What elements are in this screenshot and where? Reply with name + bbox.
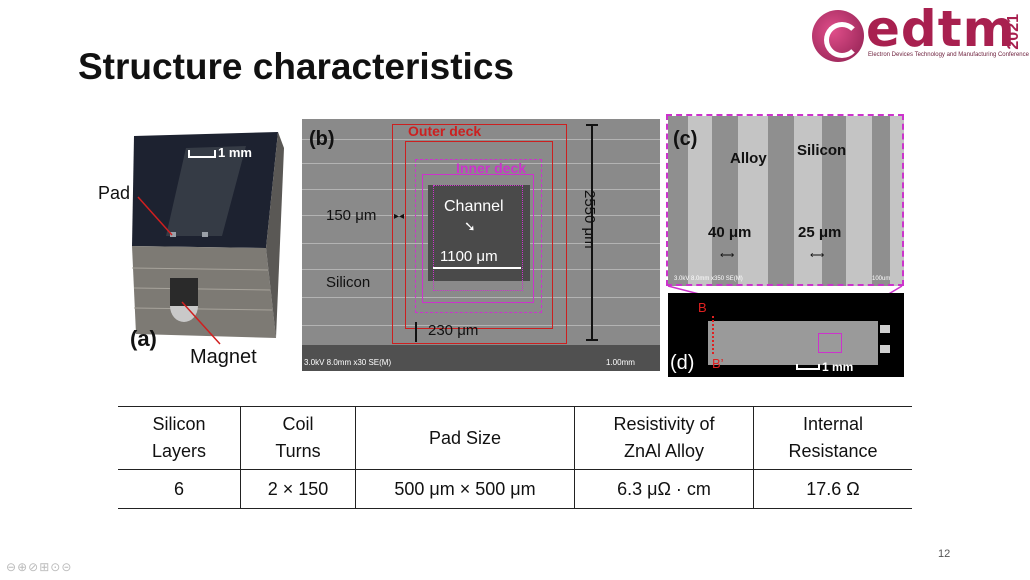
pad-label: Pad: [98, 183, 131, 203]
panel-b-sem-image: [302, 119, 660, 371]
slides-icon[interactable]: ⊞: [39, 560, 51, 574]
alloy-label: Alloy: [730, 150, 767, 167]
dim-1100: 1100 μm: [440, 248, 498, 265]
magnet-pointer-line: [181, 301, 221, 345]
panel-d-scale-bar: [796, 364, 820, 370]
b-label: B: [698, 300, 707, 315]
cell-internal-resistance: 17.6 Ω: [753, 469, 912, 509]
panel-c-sem-info: 3.0kV 8.0mm x350 SE(M): [674, 276, 743, 282]
inner-deck-label: Inner deck: [456, 160, 527, 176]
page-number: 12: [938, 548, 951, 560]
panel-c-label: (c): [673, 128, 698, 150]
edtm-logo: edtm 2021 Electron Devices Technology an…: [808, 0, 1030, 64]
channel-arrow-icon: ➘: [464, 218, 476, 234]
device-photo-image: [131, 132, 284, 338]
more-icon[interactable]: ⊝: [61, 560, 73, 574]
panel-d-image: [668, 293, 904, 377]
slide-title: Structure characteristics: [78, 46, 514, 87]
logo-swirl-icon: [812, 10, 864, 62]
zoom-icon[interactable]: ⊙: [50, 560, 62, 574]
dim-150: 150 μm: [326, 207, 377, 224]
dim-40-arrow-icon: ⟷: [720, 250, 735, 261]
silicon-label-c: Silicon: [797, 142, 847, 159]
panel-a-scale-text: 1 mm: [218, 145, 252, 160]
panel-d-label: (d): [670, 352, 695, 374]
panel-a-scale-bar: [188, 150, 216, 158]
panel-a-device-photo: [126, 128, 286, 338]
cell-silicon-layers: 6: [118, 469, 241, 509]
cell-pad-size: 500 μm × 500 μm: [355, 469, 575, 509]
dim-25: 25 μm: [798, 224, 842, 241]
panel-b-sem-scale: 1.00mm: [606, 358, 635, 367]
nav-next-icon[interactable]: ⊕: [17, 560, 29, 574]
dim-40: 40 μm: [708, 224, 752, 241]
outer-deck-label: Outer deck: [408, 123, 482, 139]
channel-label: Channel: [444, 198, 504, 215]
logo-wordmark: edtm: [866, 0, 1016, 58]
panel-d-scale-text: 1 mm: [822, 360, 854, 374]
dim-150-arrow-icon: ▸◂: [394, 211, 405, 222]
dim-230: 230 μm: [428, 322, 479, 339]
pad-pointer-line: [137, 196, 173, 236]
table-row: 6 2 × 150 500 μm × 500 μm 6.3 μΩ · cm 17…: [118, 469, 912, 509]
slideshow-nav-controls[interactable]: ⊖⊕⊘⊞⊙⊝: [6, 560, 72, 574]
b-prime-label: B’: [712, 356, 724, 371]
pen-icon[interactable]: ⊘: [28, 560, 40, 574]
panel-c-sem-image: [668, 116, 904, 286]
cell-resistivity: 6.3 μΩ · cm: [574, 469, 754, 509]
magnet-label: Magnet: [190, 346, 257, 368]
dim-2550: 2550 μm: [581, 190, 598, 249]
panel-a-label: (a): [130, 326, 157, 351]
logo-subtitle: Electron Devices Technology and Manufact…: [868, 52, 1029, 58]
panel-c-frame: [666, 114, 904, 286]
panel-b-label: (b): [309, 128, 335, 150]
b-section-line: [712, 316, 714, 354]
logo-year: 2021: [1005, 14, 1022, 50]
silicon-label-b: Silicon: [326, 274, 371, 291]
header-pad-size: Pad Size: [355, 406, 575, 470]
panel-b-sem-info: 3.0kV 8.0mm x30 SE(M): [304, 358, 392, 367]
cell-coil-turns: 2 × 150: [240, 469, 356, 509]
dim-25-arrow-icon: ⟷: [810, 250, 825, 261]
nav-prev-icon[interactable]: ⊖: [6, 560, 18, 574]
panel-c-sem-scale: 100um: [872, 276, 891, 282]
